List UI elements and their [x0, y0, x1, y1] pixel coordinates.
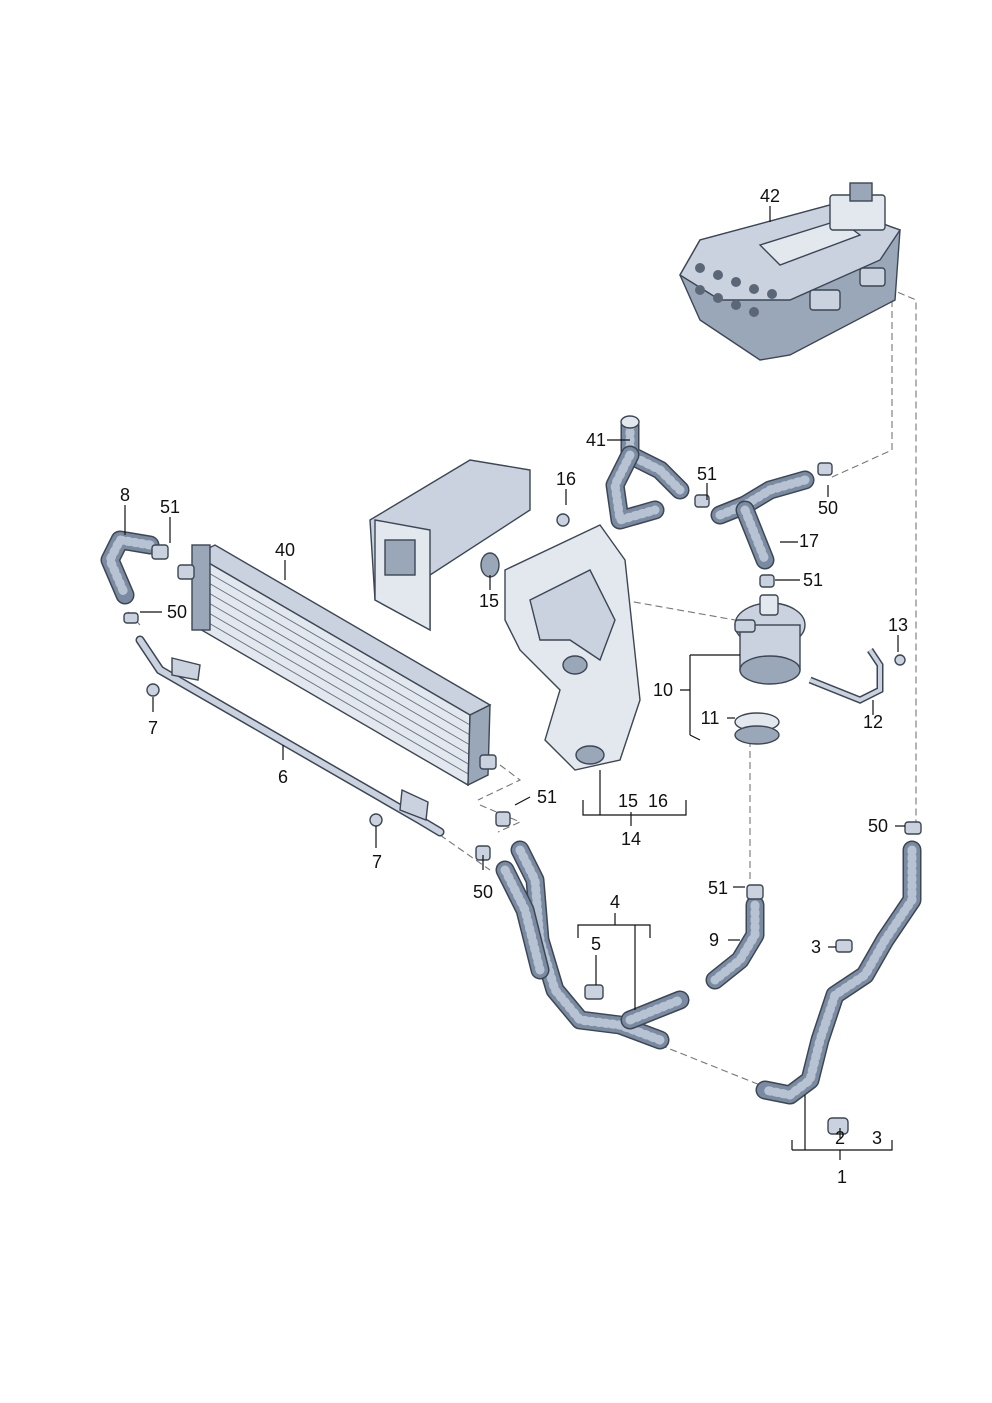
label-9: 9	[709, 930, 719, 950]
label-3-clamp: 3	[811, 937, 821, 957]
part-9-hose	[705, 895, 765, 990]
label-8: 8	[120, 485, 130, 505]
label-14: 14	[621, 829, 641, 849]
dashed-connection-lines	[127, 287, 917, 1086]
label-7-mid: 7	[372, 852, 382, 872]
label-50-top: 50	[818, 498, 838, 518]
part-10-coolant-pump	[734, 594, 806, 685]
part-16-screw	[556, 513, 570, 527]
part-1-hose-assembly	[755, 840, 922, 1135]
callout-labels: 42 41 51 16 50 8 51 40 50 15 17 51 13 10…	[120, 186, 908, 1187]
part-6-coolant-pipe	[135, 635, 445, 837]
label-51-lower: 51	[708, 878, 728, 898]
part-40-radiator	[177, 544, 497, 787]
part-17-hose	[710, 470, 815, 570]
label-4: 4	[610, 892, 620, 912]
label-6: 6	[278, 767, 288, 787]
label-50-left: 50	[167, 602, 187, 622]
label-51-top: 51	[697, 464, 717, 484]
part-41-hose	[605, 415, 690, 530]
label-42: 42	[760, 186, 780, 206]
label-51-mid: 51	[537, 787, 557, 807]
leader-lines	[124, 206, 905, 1160]
label-51-pump: 51	[803, 570, 823, 590]
label-51-left: 51	[160, 497, 180, 517]
label-7-left: 7	[148, 718, 158, 738]
label-1: 1	[837, 1167, 847, 1187]
part-12-strap	[808, 648, 884, 704]
label-17: 17	[799, 531, 819, 551]
hose-clamps	[123, 462, 922, 1000]
part-14-bracket	[504, 524, 641, 771]
label-15-mount: 15	[479, 591, 499, 611]
label-5: 5	[591, 934, 601, 954]
part-4-hose-assembly	[495, 840, 690, 1050]
label-16-top: 16	[556, 469, 576, 489]
part-15-grommet	[480, 552, 500, 578]
label-3-assembly: 3	[872, 1128, 882, 1148]
label-2: 2	[835, 1128, 845, 1148]
label-11: 11	[701, 708, 720, 728]
label-50-right: 50	[868, 816, 888, 836]
label-15-bracket: 15	[618, 791, 638, 811]
screws	[146, 654, 906, 827]
body-mount-frame	[369, 459, 531, 632]
part-8-hose	[100, 530, 160, 605]
label-16-bracket: 16	[648, 791, 668, 811]
part-11-ring	[734, 712, 780, 745]
label-13: 13	[888, 615, 908, 635]
label-40: 40	[275, 540, 295, 560]
part-42-control-unit	[679, 182, 902, 361]
label-50-mid: 50	[473, 882, 493, 902]
label-10: 10	[653, 680, 673, 700]
label-12: 12	[863, 712, 883, 732]
label-41: 41	[586, 430, 606, 450]
